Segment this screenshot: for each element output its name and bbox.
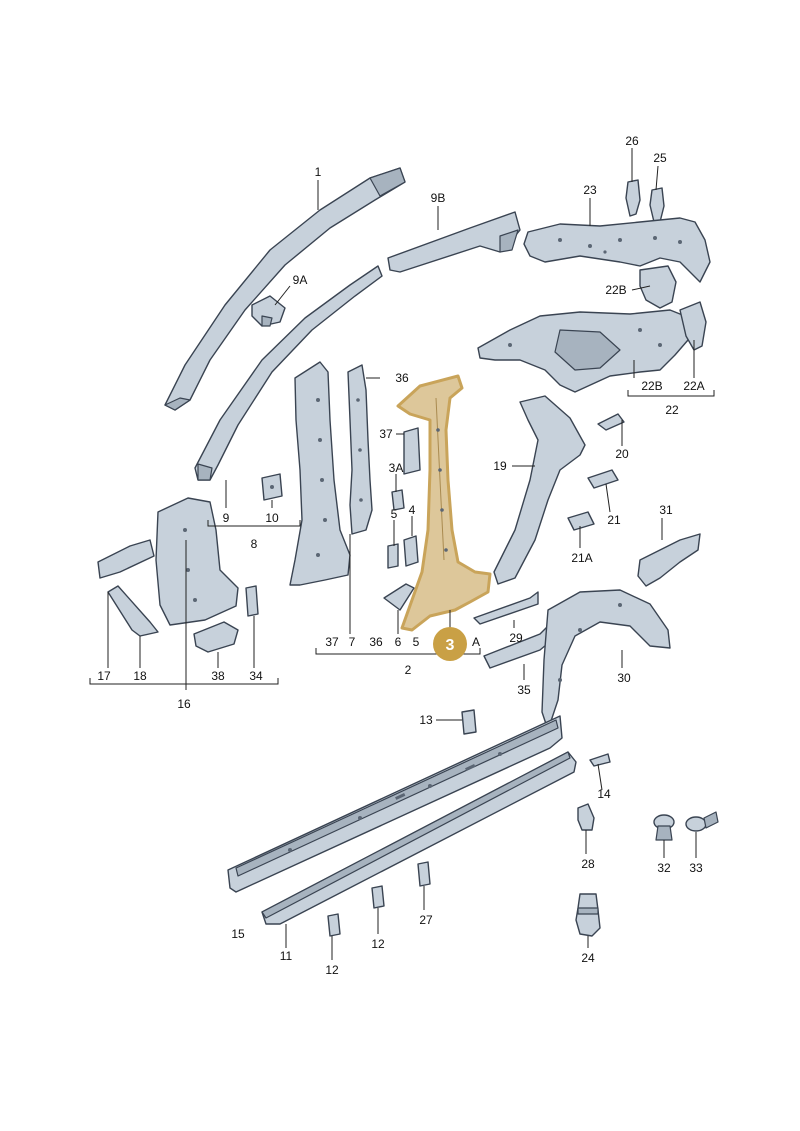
label-24: 24	[581, 951, 595, 965]
label-18: 18	[133, 669, 147, 683]
label-30: 30	[617, 671, 631, 685]
part-4-clip	[403, 535, 419, 567]
label-9b: 9B	[431, 191, 446, 205]
label-1: 1	[315, 165, 322, 179]
part-22-quarter-inner	[477, 301, 707, 393]
part-9b-roof-rail-rear	[387, 211, 521, 273]
label-32: 32	[657, 861, 671, 875]
part-9-roof-rail	[194, 265, 383, 481]
part-6-wedge	[383, 583, 415, 611]
label-16: 16	[177, 697, 191, 711]
part-9a-bracket	[251, 295, 286, 327]
part-30-wheel-arch	[541, 589, 671, 731]
label-7: 7	[349, 635, 356, 649]
label-36: 36	[369, 635, 383, 649]
part-19-c-pillar	[493, 395, 586, 585]
part-21a-clip	[567, 511, 595, 531]
label-11: 11	[280, 949, 293, 963]
label-28: 28	[581, 857, 595, 871]
part-12-clip-upper	[371, 885, 385, 909]
part-25-clip	[649, 187, 665, 223]
label-22b-top: 22B	[605, 283, 626, 297]
label-22a: 22A	[683, 379, 704, 393]
part-24-bump-stop	[575, 893, 601, 937]
part-12-clip-lower	[327, 913, 341, 937]
label-33: 33	[689, 861, 703, 875]
label-6: 6	[395, 635, 402, 649]
part-34-bracket	[245, 585, 259, 617]
part-3-badge: 3	[433, 627, 467, 661]
label-3a: A	[472, 635, 480, 649]
label-15: 15	[231, 927, 245, 941]
label-12-lower: 12	[325, 963, 339, 977]
label-19: 19	[493, 459, 507, 473]
label-38: 38	[211, 669, 225, 683]
part-13-clip	[461, 709, 477, 735]
label-4: 4	[409, 503, 416, 517]
part-3a-small	[391, 489, 405, 511]
label-3a-top: 3A	[389, 461, 404, 475]
part-32-plug	[653, 814, 675, 841]
part-33-clip	[685, 811, 719, 832]
part-38-bracket	[193, 621, 239, 653]
label-22: 22	[665, 403, 679, 417]
label-35: 35	[517, 683, 531, 697]
part-11-sill-inner	[261, 751, 577, 925]
label-8: 8	[251, 537, 258, 551]
part-7-b-pillar-outer	[289, 361, 351, 586]
label-26: 26	[625, 134, 639, 148]
part-3-b-pillar-inner-highlighted	[396, 374, 492, 632]
part-37-bracket	[403, 427, 421, 475]
part-5-clip	[387, 543, 399, 569]
label-5: 5	[413, 635, 420, 649]
part-20-clip	[597, 413, 625, 431]
label-14: 14	[597, 787, 611, 801]
label-37-top: 37	[379, 427, 393, 441]
part-27-clip	[417, 861, 431, 887]
label-21: 21	[607, 513, 621, 527]
part-17-bracket	[97, 539, 155, 579]
label-23: 23	[583, 183, 597, 197]
part-14-clip	[589, 753, 611, 767]
label-37: 37	[325, 635, 339, 649]
label-27: 27	[419, 913, 433, 927]
label-21a: 21A	[571, 551, 592, 565]
label-2: 2	[405, 663, 412, 677]
label-10: 10	[265, 511, 279, 525]
part-18-brace	[107, 585, 159, 637]
label-9: 9	[223, 511, 230, 525]
label-36-top: 36	[395, 371, 409, 385]
part-labels: 1 9B 9A 26 25 23 22B 22B 22A 22 36 37 3A…	[97, 134, 704, 977]
label-9a: 9A	[293, 273, 308, 287]
part-28-clip	[577, 803, 595, 831]
part-21-clip	[587, 469, 619, 489]
part-15-sill-outer	[227, 715, 563, 893]
label-25: 25	[653, 151, 667, 165]
part-16-a-pillar-lower	[155, 497, 239, 626]
label-22b: 22B	[641, 379, 662, 393]
part-10-plate	[261, 473, 283, 501]
label-17: 17	[97, 669, 111, 683]
label-12-upper: 12	[371, 937, 385, 951]
leader-lines	[89, 148, 715, 960]
part-26-clip	[625, 179, 641, 217]
label-5-top: 5	[391, 507, 398, 521]
part-3-badge-text: 3	[446, 637, 455, 654]
part-1-a-pillar-rail	[164, 167, 406, 411]
part-23-rear-panel	[523, 217, 711, 283]
label-13: 13	[419, 713, 433, 727]
part-29-strip	[473, 591, 539, 625]
part-36-b-pillar-reinforcement	[347, 364, 373, 535]
label-34: 34	[249, 669, 263, 683]
part-31-bracket	[637, 533, 701, 587]
label-20: 20	[615, 447, 629, 461]
label-29: 29	[509, 631, 523, 645]
label-31: 31	[659, 503, 673, 517]
